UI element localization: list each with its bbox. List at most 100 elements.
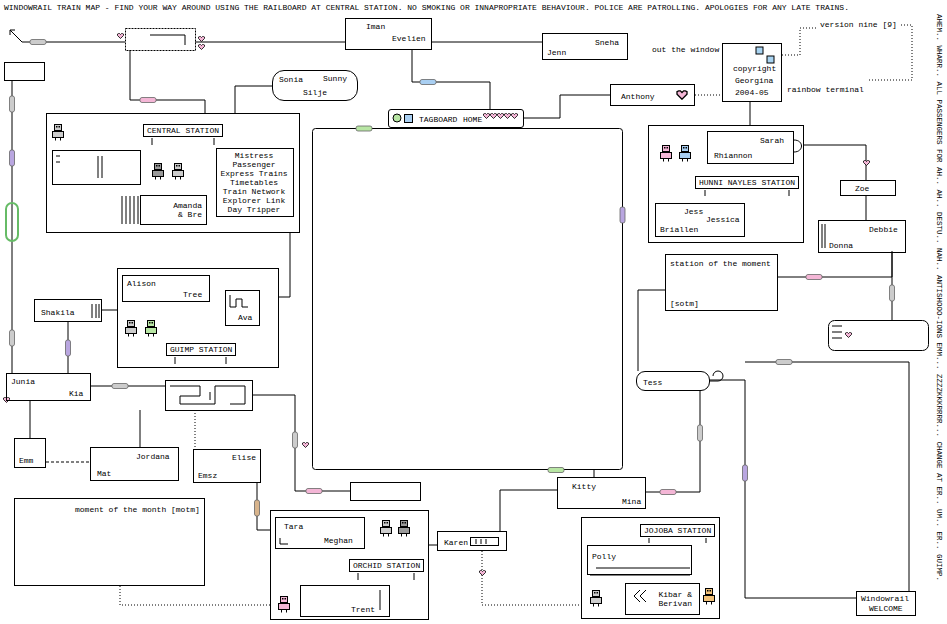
rail-track xyxy=(195,42,345,43)
name-text: Jenn xyxy=(547,48,566,57)
name-box: SoniaSunnySilje xyxy=(272,70,358,101)
map-fixture xyxy=(590,568,690,575)
name-box: Tess xyxy=(636,371,710,391)
station-sign: CENTRAL STATION xyxy=(143,124,223,137)
rail-track xyxy=(10,25,912,591)
name-box: Karen xyxy=(437,531,507,551)
name-text: Tess xyxy=(643,378,662,387)
name-box: station of the moment[sotm] xyxy=(665,254,778,311)
name-text: Jessica xyxy=(706,215,740,224)
heart-icon xyxy=(498,114,504,119)
rail-track xyxy=(140,410,141,447)
map-fixture xyxy=(829,321,929,351)
name-text: Ava xyxy=(238,313,252,322)
heart-icon xyxy=(118,34,124,39)
map-fixture xyxy=(405,115,413,123)
name-text: Mat xyxy=(97,469,111,478)
rail-line xyxy=(30,401,31,438)
name-box: Polly xyxy=(587,545,692,575)
name-text: Donna xyxy=(829,241,853,250)
train-pill xyxy=(10,330,15,346)
map-fixture xyxy=(822,224,825,248)
name-box: EliseEmsz xyxy=(193,449,261,483)
name-box: Trent xyxy=(300,585,390,617)
map-fixture xyxy=(280,538,288,544)
heart-icon xyxy=(505,114,511,119)
map-fixture xyxy=(351,483,421,501)
map-fixture xyxy=(126,29,196,51)
train-pill xyxy=(255,500,260,516)
map-fixture xyxy=(832,326,842,338)
rail-line xyxy=(46,462,90,463)
name-box: Anthony xyxy=(610,84,695,106)
map-label: out the window xyxy=(652,45,719,54)
heart-icon xyxy=(864,161,870,166)
station-box: CENTRAL STATION Mistress Passenger Expres… xyxy=(46,113,300,233)
map-fixture xyxy=(313,129,623,470)
station-box: ORCHID STATION TaraMeghanTrent xyxy=(270,510,429,620)
rail-line xyxy=(710,380,856,598)
heart-icon xyxy=(484,114,490,119)
name-text: Shakila xyxy=(41,308,75,317)
name-text: Tree xyxy=(183,290,202,299)
name-text: Silje xyxy=(303,88,327,97)
train-pill xyxy=(140,98,156,103)
map-fixture xyxy=(5,29,929,611)
name-box: ImanEvelien xyxy=(345,18,432,50)
robot-figure xyxy=(153,164,164,180)
name-box: moment of the month [motm] xyxy=(14,498,205,586)
train-pill xyxy=(743,465,748,481)
map-fixture xyxy=(92,304,99,318)
train-pill xyxy=(548,468,564,473)
robot-figure xyxy=(704,589,715,605)
name-box: copyrightGeorgina2004-05 xyxy=(722,43,782,102)
name-box: TaraMeghan xyxy=(275,517,365,549)
map-fixture xyxy=(122,196,138,224)
rail-track xyxy=(782,28,816,55)
name-text: Evelien xyxy=(392,34,426,43)
train-pill xyxy=(10,150,15,166)
station-box: GUIMP STATIONAlisonTreeAva xyxy=(117,268,279,368)
station-box: JOJOBA STATIONPollyKibar & Berivan xyxy=(581,517,720,619)
map-fixture xyxy=(471,538,499,546)
robot-figure xyxy=(381,521,392,537)
name-text: Jess xyxy=(684,207,703,216)
train-pill xyxy=(10,96,15,112)
map-fixture xyxy=(56,156,102,178)
robot-figure xyxy=(173,164,184,180)
name-text: Amanda & Bre xyxy=(168,201,202,219)
name-box: WindowrailWELCOME xyxy=(856,591,916,616)
name-text: Debbie xyxy=(869,225,898,234)
name-box: DebbieDonna xyxy=(818,220,906,253)
heart-icon xyxy=(199,45,205,50)
name-text: Sunny xyxy=(323,74,347,83)
heart-icon xyxy=(480,571,486,576)
map-fixture xyxy=(150,35,185,45)
rail-line xyxy=(646,391,700,492)
name-text: Briallen xyxy=(660,225,698,234)
name-text: Mistress Passenger Express Trains Timeta… xyxy=(219,151,289,214)
station-sign: ORCHID STATION xyxy=(349,559,424,572)
rail-line xyxy=(235,86,272,113)
name-text: Georgina xyxy=(735,76,773,85)
name-text: [sotm] xyxy=(670,299,699,308)
rail-line xyxy=(482,551,581,605)
map-fixture xyxy=(230,295,248,307)
heart-icon xyxy=(4,34,870,576)
rail-track xyxy=(130,50,205,113)
name-text: Elise xyxy=(232,453,256,462)
rail-line xyxy=(279,233,290,297)
robot-figure xyxy=(399,521,410,537)
station-sign: HUNNI NAYLES STATION xyxy=(695,176,799,189)
name-text: Anthony xyxy=(621,92,655,101)
name-box: Shakila xyxy=(34,299,102,322)
robot-figure xyxy=(53,125,64,141)
map-fixture xyxy=(756,47,763,54)
train-pill xyxy=(293,432,298,448)
map-label: version nine [9] xyxy=(820,20,897,29)
name-text: HOME xyxy=(463,115,482,124)
name-text: Kitty xyxy=(572,482,596,491)
train-pill xyxy=(420,80,436,85)
name-text: copyright xyxy=(733,64,776,73)
